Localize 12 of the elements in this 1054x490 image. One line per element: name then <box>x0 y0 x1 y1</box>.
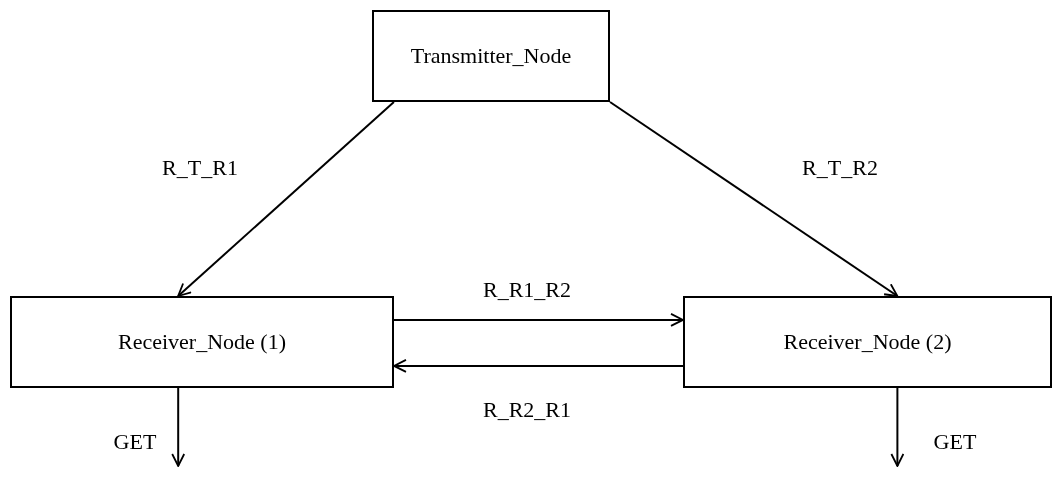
arrow <box>171 387 186 467</box>
node-label: Receiver_Node (2) <box>783 329 952 355</box>
arrow <box>609 101 899 297</box>
arrow <box>177 101 395 297</box>
arrow <box>393 359 684 373</box>
node-box <box>372 10 610 102</box>
node-box <box>10 296 394 388</box>
arrow <box>890 387 905 467</box>
arrow <box>393 313 684 327</box>
node-box <box>683 296 1052 388</box>
node-label: Receiver_Node (1) <box>118 329 286 355</box>
node-label: Transmitter_Node <box>410 43 572 69</box>
